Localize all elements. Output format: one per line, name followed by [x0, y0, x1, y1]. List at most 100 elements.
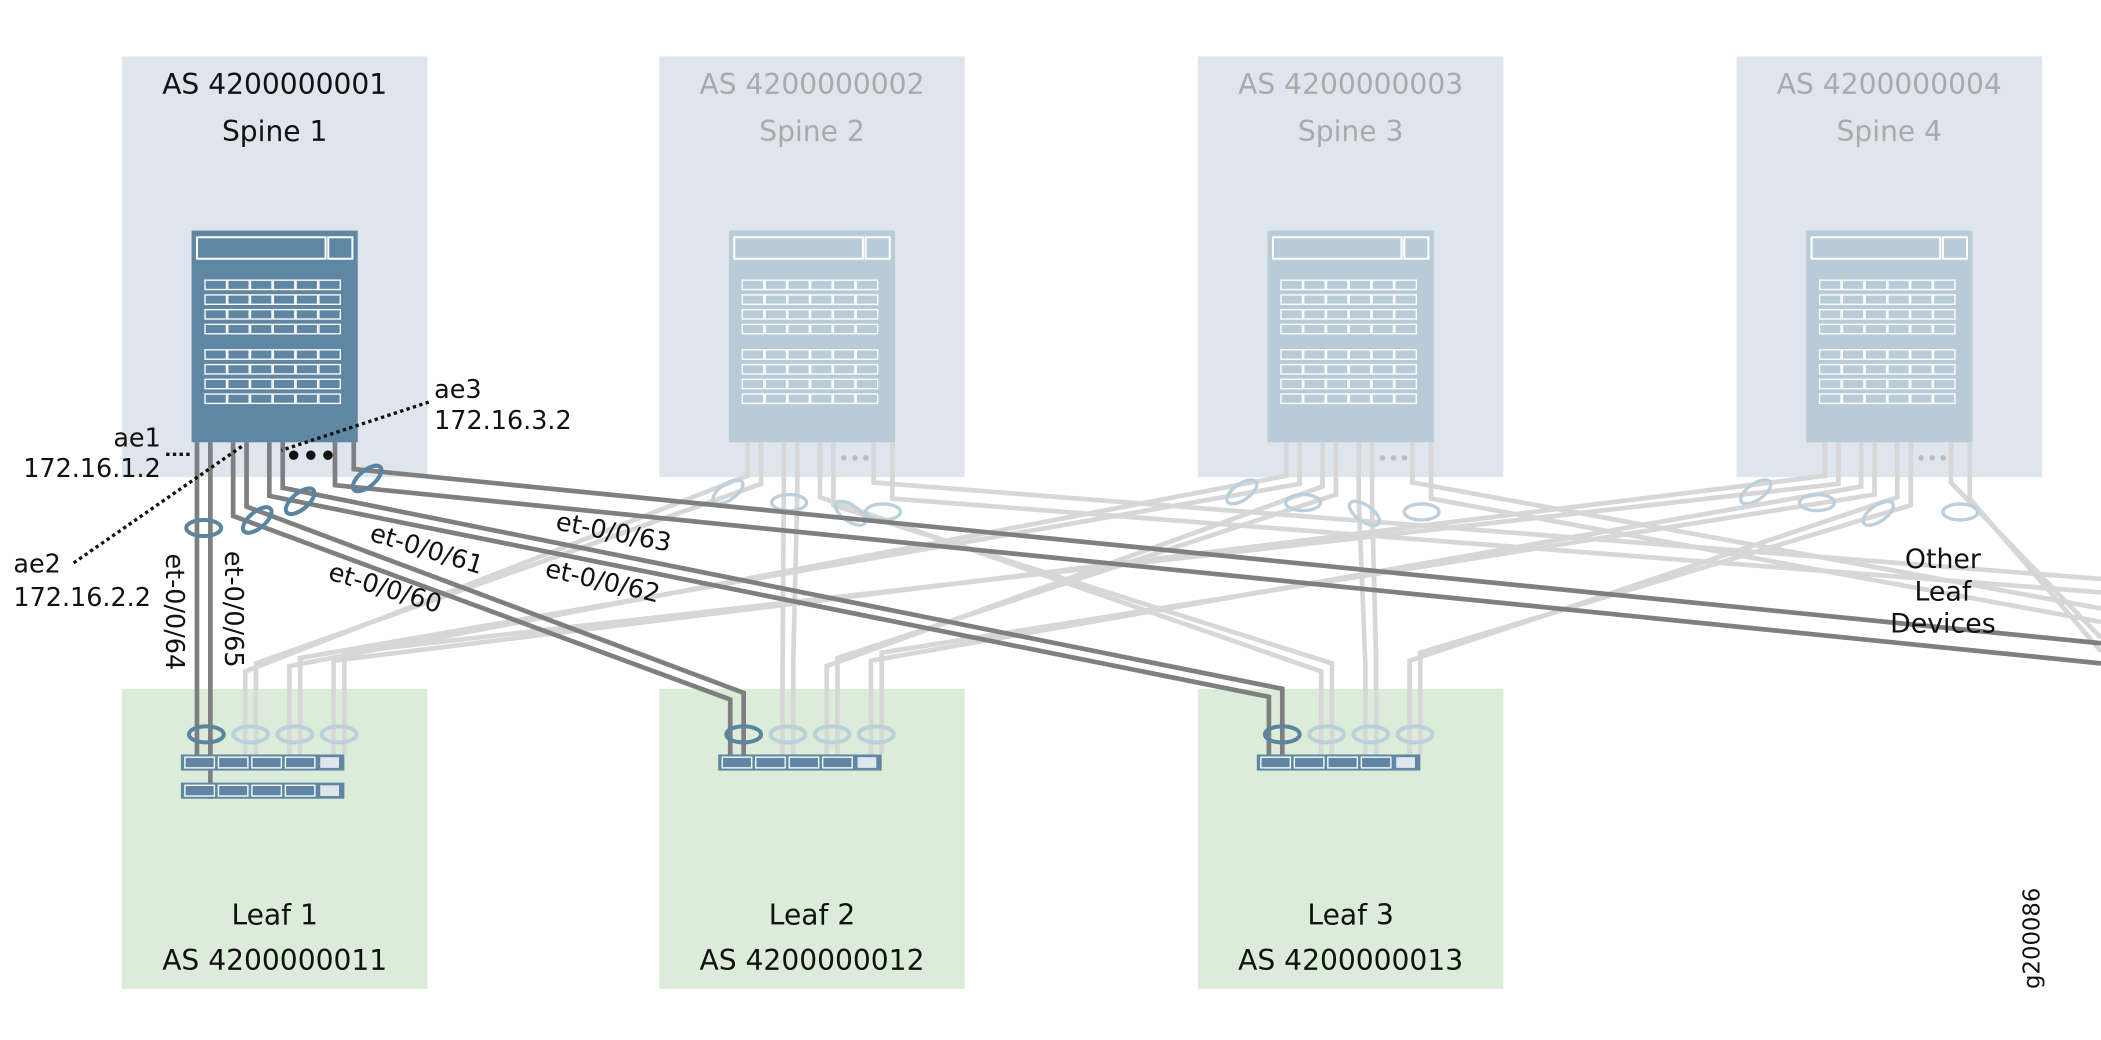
line-card-port — [204, 349, 228, 360]
switch-chassis — [1806, 230, 1973, 443]
faded-link-other-leaf — [1948, 442, 2101, 640]
line-card-port — [1303, 279, 1326, 291]
lag-ring-faded — [711, 478, 745, 506]
ae2-label: ae2 — [13, 549, 60, 579]
other-leaf-line-2: Leaf — [1914, 576, 1971, 607]
line-card-port — [1325, 308, 1349, 320]
ae3-ip: 172.16.3.2 — [434, 406, 572, 436]
line-card-port — [295, 393, 319, 405]
lag-ring-faded — [1283, 492, 1323, 513]
line-card-port — [764, 294, 788, 305]
lag-ring-faded — [1941, 502, 1980, 522]
line-card-port — [1371, 308, 1395, 320]
line-card-port — [1841, 378, 1865, 390]
lag-ring — [350, 463, 384, 494]
leaf-lag-ring — [186, 724, 226, 745]
line-card-port — [1348, 323, 1372, 335]
spine-2-switch-icon: ••• — [728, 230, 896, 470]
line-card-port — [1932, 294, 1956, 305]
line-card-port — [249, 279, 273, 291]
line-card-port — [295, 279, 319, 291]
leaf-lag-ring — [812, 724, 852, 745]
line-card-port — [204, 279, 228, 291]
line-card-port — [1910, 294, 1933, 305]
leaf-port-block — [788, 756, 820, 769]
line-card-port — [764, 279, 788, 291]
line-card-port — [318, 349, 342, 360]
lag-ring-faded — [833, 499, 868, 527]
leaf-chassis — [180, 754, 345, 771]
line-card-port — [1910, 308, 1933, 320]
line-card-port — [1864, 294, 1888, 305]
line-card-port — [855, 294, 879, 305]
line-card-port — [1325, 378, 1349, 390]
faded-link-other-leaf — [1967, 442, 2101, 653]
line-card-port — [249, 378, 273, 390]
line-card-port — [764, 349, 788, 360]
switch-panel — [1403, 236, 1430, 260]
line-card-port — [1818, 349, 1842, 360]
line-card-port — [1910, 323, 1933, 335]
line-card-port — [1932, 349, 1956, 360]
faded-link — [831, 442, 1335, 755]
leaf-chassis — [718, 754, 882, 771]
line-card-port — [1371, 279, 1395, 291]
line-card-port — [227, 393, 250, 405]
line-card-port — [1280, 393, 1304, 405]
leaf-port-block — [217, 756, 249, 769]
line-card-port — [832, 378, 856, 390]
ae3-leader — [280, 400, 430, 452]
line-card-port — [741, 378, 765, 390]
leaf-mgmt-ports — [1396, 757, 1415, 768]
line-card-port — [318, 393, 342, 405]
faded-link-other-leaf — [890, 442, 2101, 595]
lag-ring-faded — [1402, 502, 1441, 522]
line-card-port — [272, 279, 296, 291]
line-card-port — [1864, 323, 1888, 335]
lag-ring-faded — [1861, 499, 1895, 527]
leaf-mgmt-ports — [320, 785, 340, 797]
line-card-port — [249, 323, 273, 335]
port-et-0-0-64-label: et-0/0/64 — [159, 553, 189, 670]
leaf-3-name: Leaf 3 — [1307, 899, 1393, 932]
line-card-port — [1887, 363, 1911, 375]
line-card-port — [741, 294, 765, 305]
line-card-port — [204, 323, 228, 335]
switch-chassis — [191, 230, 358, 443]
line-card-port — [295, 349, 319, 360]
line-card-port — [1887, 378, 1911, 390]
switch-header — [1271, 236, 1403, 260]
line-card-port — [1841, 279, 1865, 291]
ae2-ip: 172.16.2.2 — [13, 583, 151, 613]
spine-2-as: AS 4200000002 — [700, 68, 925, 101]
line-card-port — [1932, 363, 1956, 375]
line-card-port — [832, 279, 856, 291]
line-card-port — [855, 308, 879, 320]
line-card-port — [1371, 378, 1395, 390]
line-card-port — [1887, 279, 1911, 291]
line-card-port — [1303, 308, 1326, 320]
line-card-port — [1841, 393, 1865, 405]
line-card-port — [764, 363, 788, 375]
faded-link-other-leaf — [1409, 442, 2101, 611]
line-card-port — [1303, 294, 1326, 305]
line-card-port — [227, 349, 250, 360]
leaf-1-second-switch-icon — [180, 782, 345, 799]
link-et-0-0-63 — [280, 442, 1285, 755]
faded-link — [1407, 442, 1900, 755]
line-card-port — [809, 378, 833, 390]
spine-4-name: Spine 4 — [1837, 115, 1942, 148]
line-card-port — [272, 323, 296, 335]
line-card-port — [1348, 279, 1372, 291]
faded-link-other-leaf — [1428, 442, 2101, 625]
line-card-port — [1371, 393, 1395, 405]
ae3-label: ae3 — [434, 375, 481, 405]
leaf-3-as: AS 4200000013 — [1238, 944, 1463, 977]
line-card-port — [764, 323, 788, 335]
spine-3-switch-icon: ••• — [1267, 230, 1434, 470]
line-card-port — [295, 363, 319, 375]
line-card-port — [1887, 349, 1911, 360]
line-card-port — [249, 393, 273, 405]
line-card-port — [1818, 308, 1842, 320]
